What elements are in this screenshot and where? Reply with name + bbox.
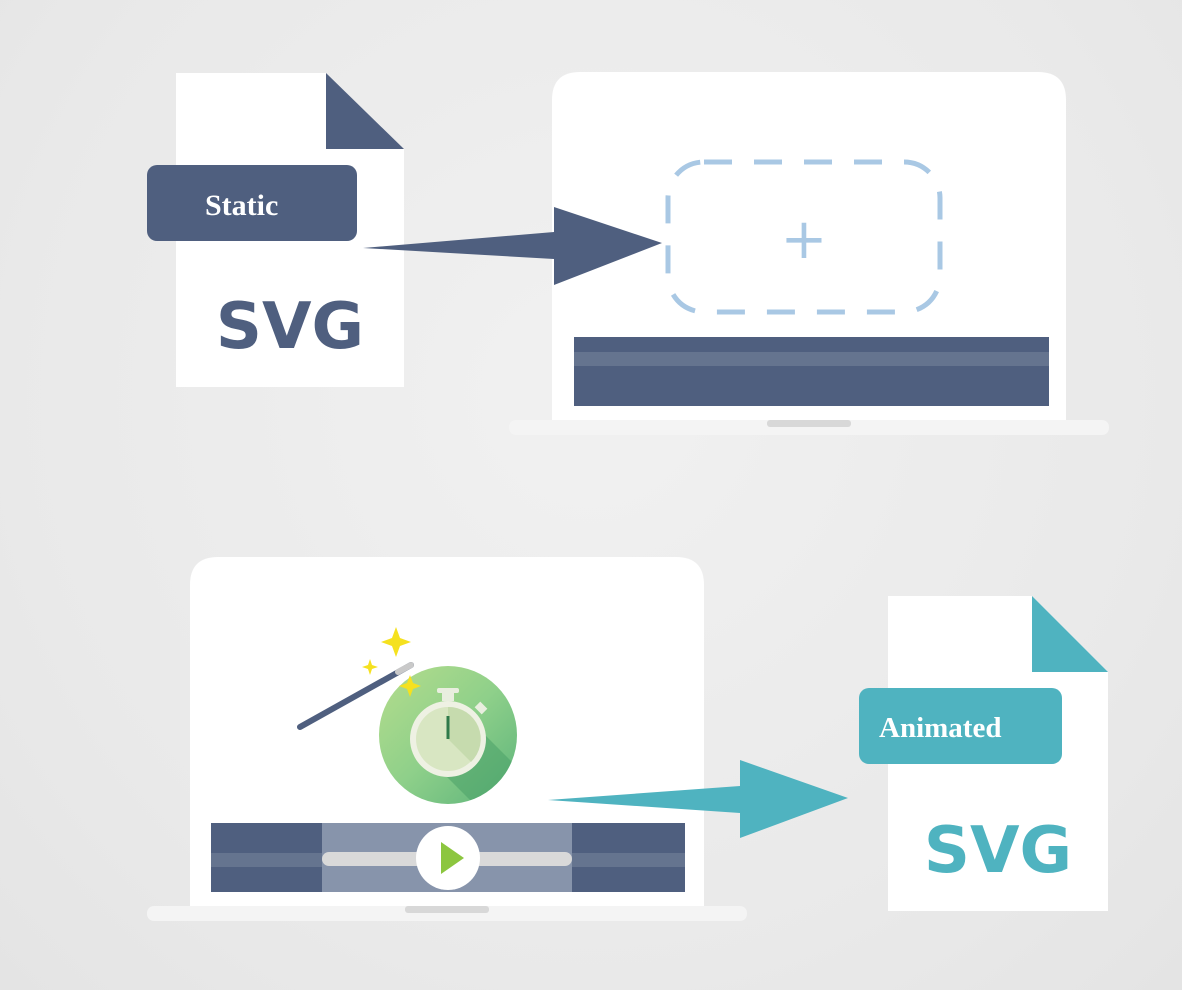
laptop-screen	[552, 72, 1066, 422]
plus-icon: +	[781, 207, 828, 272]
laptop-base	[147, 906, 747, 921]
file-corner-fold	[326, 73, 404, 149]
laptop-top: +	[509, 72, 1109, 435]
play-icon	[441, 842, 464, 874]
animated-file-type: SVG	[924, 814, 1072, 888]
static-svg-file: Static SVG	[147, 73, 404, 387]
sparkle-icon	[362, 627, 421, 697]
laptop-bottom	[147, 557, 747, 921]
arrow-laptop-to-animated	[548, 760, 848, 838]
animated-tag	[859, 688, 1062, 764]
laptop-notch	[405, 906, 489, 913]
animated-svg-file: Animated SVG	[859, 596, 1108, 911]
magic-wand-icon	[297, 662, 414, 730]
static-tag	[147, 165, 357, 241]
drop-zone[interactable]	[665, 159, 943, 315]
static-file-type: SVG	[216, 290, 364, 364]
arrow-static-to-laptop	[363, 207, 662, 285]
animated-tag-label: Animated	[879, 712, 1001, 744]
laptop-notch	[767, 420, 851, 427]
laptop-base	[509, 420, 1109, 435]
file-corner-fold	[1032, 596, 1108, 672]
laptop-timeline-bar	[574, 337, 1049, 406]
static-tag-label: Static	[205, 189, 278, 222]
